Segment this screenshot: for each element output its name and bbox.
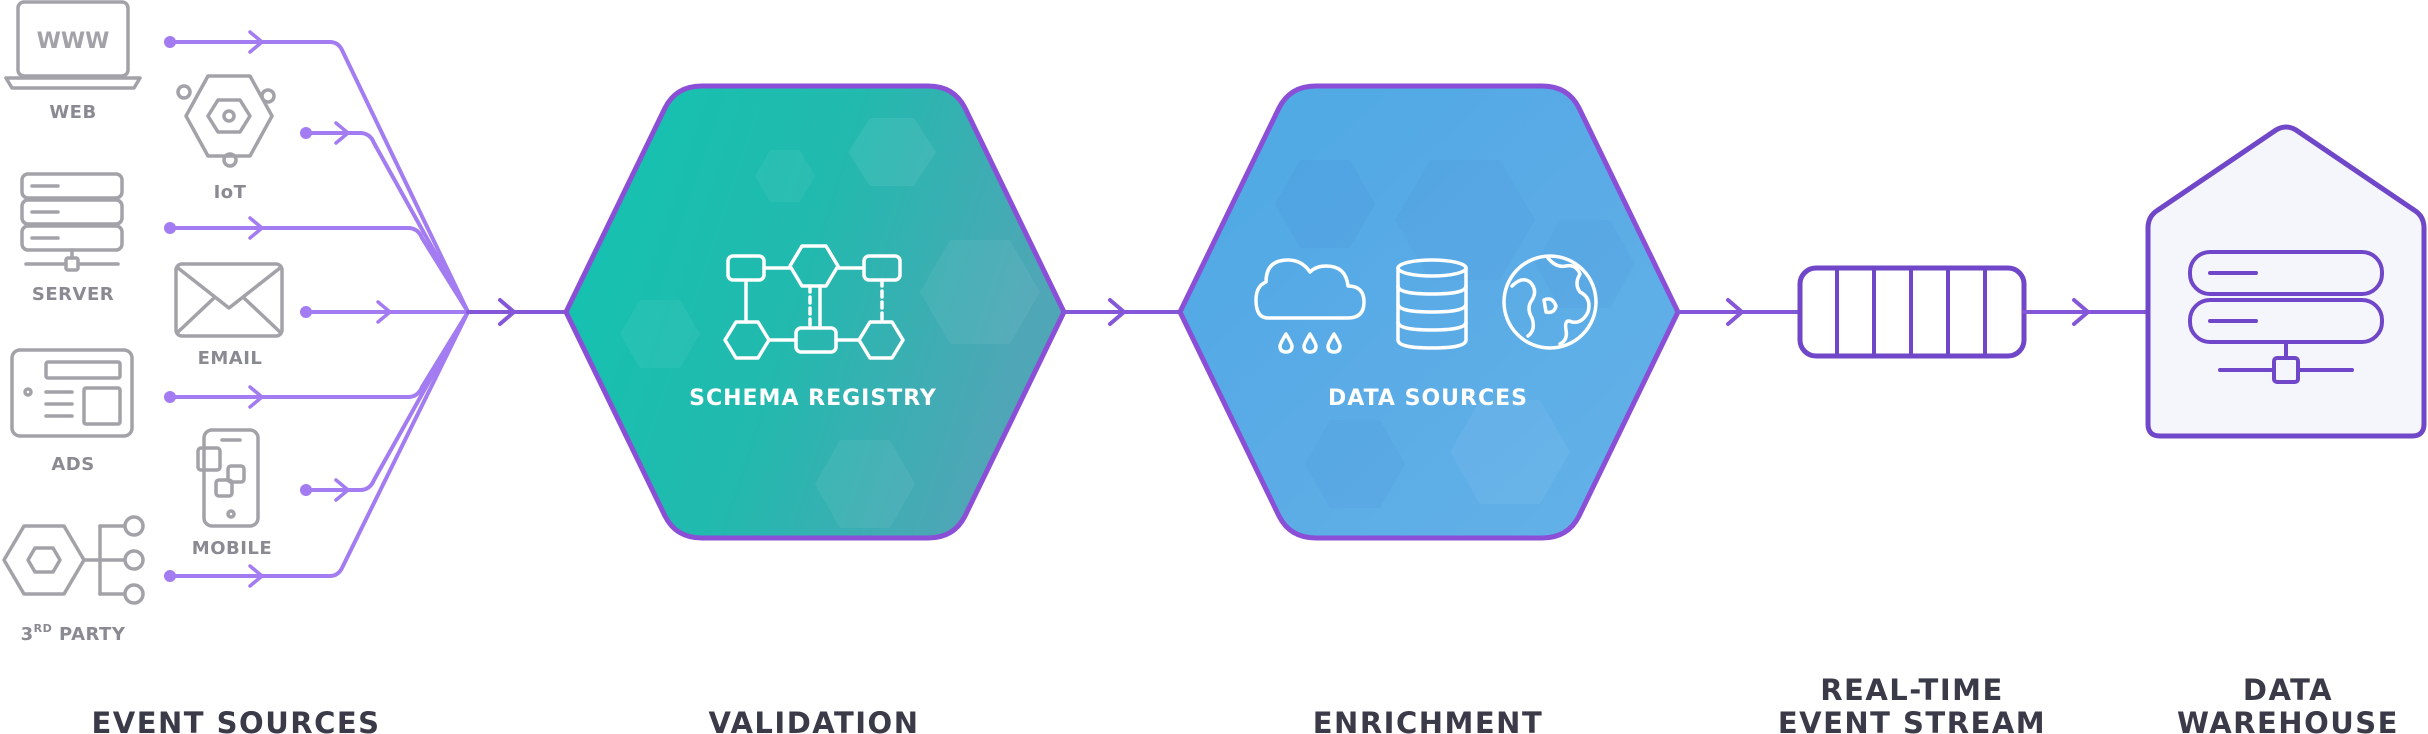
server-dot	[164, 222, 176, 234]
ads-label: ADS	[51, 454, 94, 475]
chevron-right-icon	[334, 478, 350, 502]
ads-dot	[164, 391, 176, 403]
chevron-right-icon	[248, 216, 264, 240]
chevron-right-icon	[1726, 298, 1744, 326]
event-sources-title: EVENT SOURCES	[91, 706, 380, 734]
enrichment-title: ENRICHMENT	[1313, 706, 1543, 734]
www-text: WWW	[37, 29, 110, 54]
third-party-hub-icon	[2, 515, 145, 605]
email-label: EMAIL	[198, 348, 263, 369]
iot-label: IoT	[214, 182, 247, 203]
chevron-right-icon	[2072, 298, 2090, 326]
chevron-right-icon	[248, 385, 264, 409]
third-party-label: 3RD PARTY	[21, 622, 126, 645]
validation-title: VALIDATION	[709, 706, 920, 734]
stream-title-line1: REAL-TIME	[1820, 673, 2004, 707]
iot-chip-icon	[176, 74, 276, 168]
source-connectors	[164, 30, 568, 588]
chevron-right-icon	[334, 121, 350, 145]
email-dot	[300, 306, 312, 318]
envelope-icon	[174, 262, 284, 338]
schema-registry-label: SCHEMA REGISTRY	[689, 386, 937, 411]
data-sources-label: DATA SOURCES	[1328, 386, 1528, 411]
mobile-icon	[196, 428, 260, 528]
validation-hexagon	[563, 83, 1067, 541]
web-dot	[164, 36, 176, 48]
laptop-icon: WWW	[4, 0, 142, 90]
web-label: WEB	[49, 102, 96, 123]
ads-icon	[10, 348, 134, 438]
warehouse-title-line1: DATA	[2243, 673, 2333, 707]
mobile-label: MOBILE	[192, 538, 272, 559]
stream-title-line2: EVENT STREAM	[1778, 706, 2046, 734]
ads-wire	[168, 310, 470, 399]
chevron-right-icon	[248, 564, 264, 588]
server-icon	[20, 172, 124, 272]
server-label: SERVER	[32, 284, 114, 305]
chevron-right-icon	[376, 300, 392, 324]
web-wire	[168, 40, 470, 314]
mobile-wire	[304, 310, 470, 492]
globe-icon	[1502, 254, 1598, 350]
stream-buffer-icon	[1797, 265, 2027, 359]
iot-wire	[304, 131, 470, 314]
cloud-rain-icon	[1254, 258, 1366, 354]
warehouse-title-line2: WAREHOUSE	[2177, 706, 2399, 734]
server-wire	[168, 226, 470, 314]
schema-graph-icon	[723, 244, 905, 360]
iot-dot	[300, 127, 312, 139]
chevron-right-icon	[1108, 298, 1126, 326]
third-party-dot	[164, 570, 176, 582]
mobile-dot	[300, 484, 312, 496]
third-party-wire	[168, 310, 470, 578]
chevron-right-icon	[498, 298, 516, 326]
chevron-right-icon	[248, 30, 264, 54]
warehouse-server-icon	[2145, 124, 2427, 439]
database-icon	[1396, 258, 1468, 350]
